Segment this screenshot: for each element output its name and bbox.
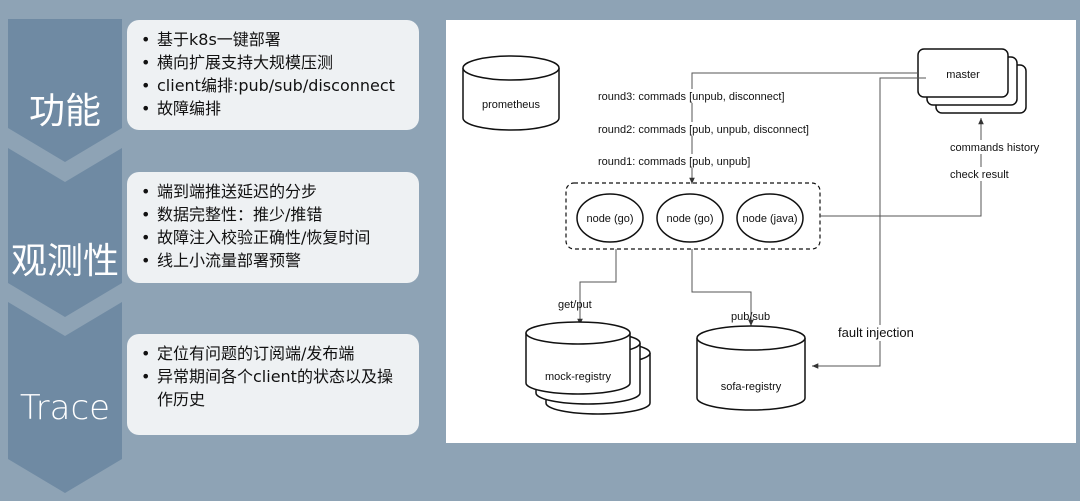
commands-history-label: commands history: [950, 142, 1040, 154]
chevron-1: [8, 19, 122, 162]
get-put-line: [577, 249, 617, 325]
architecture-svg: prometheus master round3: commads [unpub…: [462, 48, 1051, 415]
node-java: [736, 193, 804, 243]
node-go-1-label: node (go): [586, 213, 633, 225]
node-java-label: node (java): [742, 213, 797, 225]
prometheus-db: prometheus: [462, 55, 560, 131]
sofa-registry-label: sofa-registry: [721, 381, 782, 393]
observability-item: 线上小流量部署预警: [141, 249, 407, 272]
fault-injection-label: fault injection: [838, 325, 914, 340]
panel-function: 基于k8s一键部署 横向扩展支持大规模压测 client编排:pub/sub/d…: [127, 20, 419, 130]
chevron-2: [8, 148, 122, 317]
panel-observability: 端到端推送延迟的分步 数据完整性：推少/推错 故障注入校验正确性/恢复时间 线上…: [127, 172, 419, 283]
section-title-observability: 观测性: [10, 241, 119, 282]
master-node: master: [917, 48, 1027, 114]
fault-injection-line: [812, 77, 926, 369]
round2-label: round2: commads [pub, unpub, disconnect]: [598, 124, 809, 136]
node-go-2-label: node (go): [666, 213, 713, 225]
trace-item: 异常期间各个client的状态以及操作历史: [141, 365, 407, 411]
observability-item: 故障注入校验正确性/恢复时间: [141, 226, 407, 249]
architecture-diagram: prometheus master round3: commads [unpub…: [446, 20, 1076, 443]
section-title-function: 功能: [28, 91, 101, 132]
commands-line: [689, 72, 918, 184]
pub-sub-label: pub/sub: [731, 311, 770, 323]
section-title-trace: Trace: [19, 388, 111, 428]
pub-sub-line: [691, 249, 754, 326]
round1-label: round1: commads [pub, unpub]: [598, 156, 750, 168]
mock-registry-label: mock-registry: [545, 371, 612, 383]
round3-label: round3: commads [unpub, disconnect]: [598, 91, 785, 103]
mock-registry-db: mock-registry: [525, 321, 651, 415]
chevron-3: [8, 302, 122, 493]
observability-item: 数据完整性：推少/推错: [141, 203, 407, 226]
function-item: 故障编排: [141, 97, 407, 120]
function-item: client编排:pub/sub/disconnect: [141, 74, 407, 97]
node-go-1: [576, 193, 644, 243]
function-item: 横向扩展支持大规模压测: [141, 51, 407, 74]
function-item: 基于k8s一键部署: [141, 28, 407, 51]
node-go-2: [656, 193, 724, 243]
prometheus-label: prometheus: [482, 99, 541, 111]
check-result-label: check result: [950, 169, 1009, 181]
sofa-registry-db: sofa-registry: [696, 325, 806, 411]
get-put-label: get/put: [558, 299, 592, 311]
panel-trace: 定位有问题的订阅端/发布端 异常期间各个client的状态以及操作历史: [127, 334, 419, 435]
observability-item: 端到端推送延迟的分步: [141, 180, 407, 203]
trace-item: 定位有问题的订阅端/发布端: [141, 342, 407, 365]
master-label: master: [946, 69, 980, 81]
